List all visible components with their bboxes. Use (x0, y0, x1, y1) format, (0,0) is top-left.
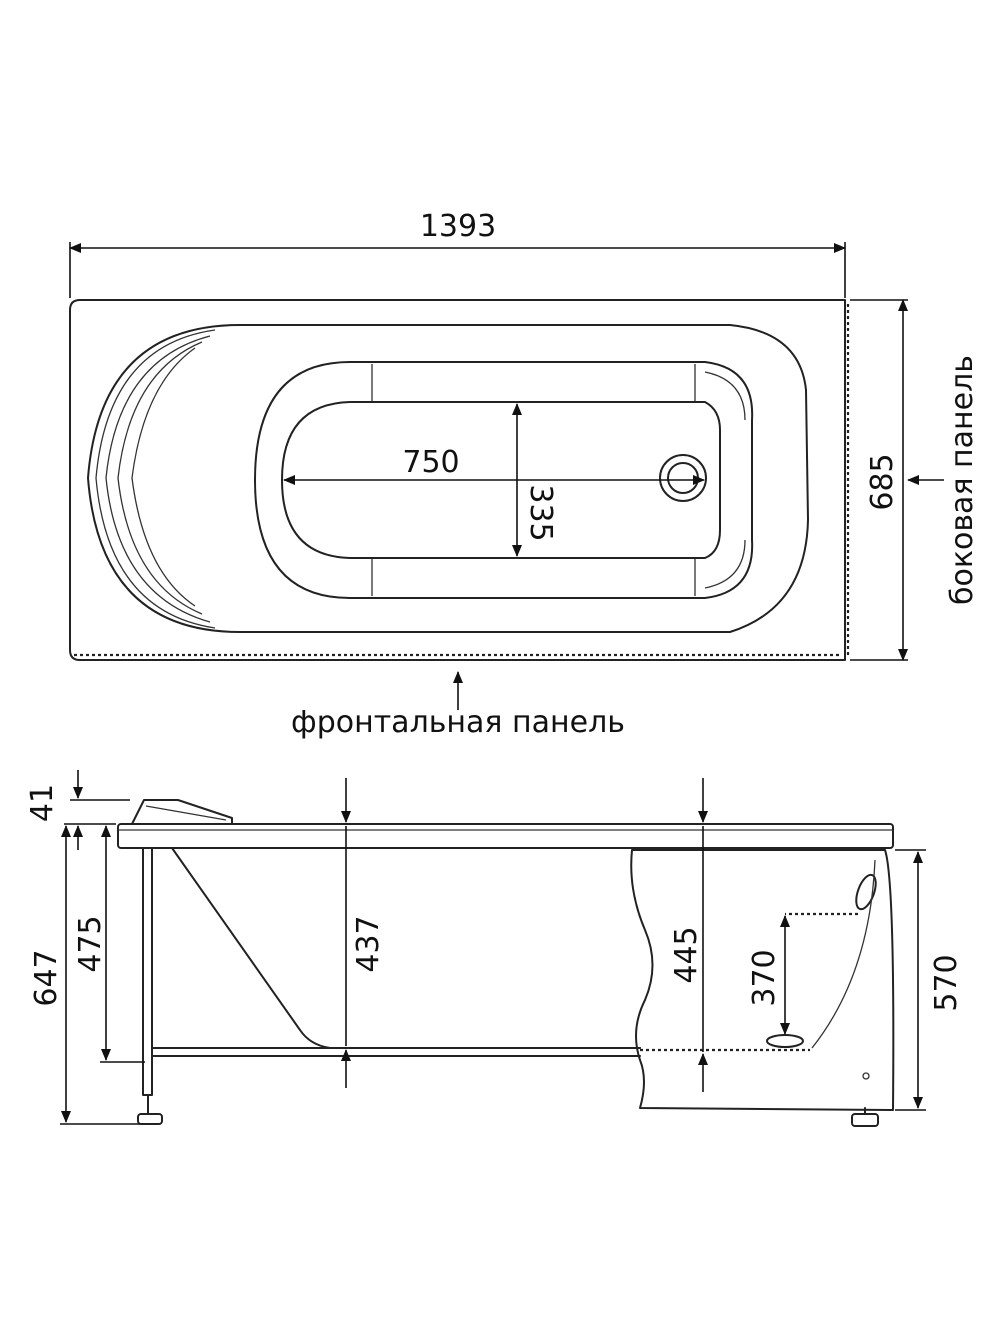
rim (117, 823, 894, 849)
side-view: 41 647 475 437 445 370 570 (25, 770, 964, 1127)
dim-width-label: 685 (865, 453, 900, 510)
dim-length-label: 1393 (420, 209, 496, 244)
drain-icon-inner (667, 462, 699, 494)
leg-foot (137, 1113, 163, 1125)
basin-wall-line (704, 371, 746, 421)
dim-depth-drain-label: 445 (669, 926, 704, 983)
side-panel-label: боковая панель (945, 355, 980, 605)
bowl-outline (87, 324, 809, 633)
dim-drain-label: 370 (747, 949, 782, 1006)
dim-inner-length-label: 750 (402, 445, 459, 480)
dim-inner-width-label: 335 (523, 484, 558, 541)
headrest (131, 799, 233, 825)
headrest-rib (105, 335, 211, 623)
dim-depth-head-label: 437 (351, 915, 386, 972)
overflow-icon (855, 873, 877, 911)
drain-icon (659, 454, 707, 502)
side-panel (630, 849, 895, 1111)
front-panel-label: фронтальная панель (291, 705, 625, 740)
inner-wall (811, 859, 876, 1049)
dim-panel-label: 570 (929, 954, 964, 1011)
basin-floor (281, 401, 721, 559)
dim-total-label: 647 (29, 949, 64, 1006)
drain-side-icon (766, 1034, 804, 1048)
tub-outline (69, 299, 846, 661)
top-view: 1393 685 750 335 фронтальная панель боко… (69, 209, 980, 740)
headrest-rib (117, 341, 203, 615)
rear-foot (851, 1113, 879, 1127)
headrest-rib (95, 329, 216, 629)
panel-screw (862, 1072, 870, 1080)
front-leg (142, 847, 153, 1096)
headrest-rib (131, 347, 196, 607)
headrest-line (145, 805, 227, 821)
dim-frame-label: 475 (73, 915, 108, 972)
basin-wall-line (704, 539, 746, 589)
basin-outline (254, 361, 754, 599)
tub-body (171, 847, 641, 1049)
dim-rim-label: 41 (25, 784, 60, 822)
